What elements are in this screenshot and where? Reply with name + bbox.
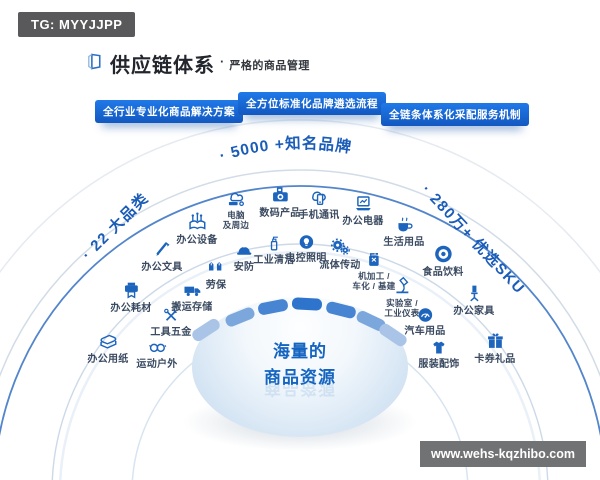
office-device-icon: [186, 211, 208, 233]
category-computers: 电脑 及周边: [223, 186, 249, 230]
truck-icon: [182, 280, 202, 300]
goggles-icon: [147, 337, 167, 357]
category-gift-cards: 卡券礼品: [474, 330, 515, 366]
category-auto-supplies: 汽车用品: [404, 306, 445, 338]
door-icon: [84, 51, 105, 72]
category-digital-products: 数码产品: [259, 184, 300, 220]
spray-icon: [264, 234, 283, 253]
cloud-phone-icon: [308, 186, 330, 208]
category-mobile-comms: 手机通讯: [298, 186, 339, 222]
printer-icon: [120, 279, 142, 301]
category-office-appliances: 办公电器: [342, 192, 383, 228]
category-labor-protection: 劳保: [206, 258, 227, 292]
category-office-consumables: 办公耗材: [110, 279, 151, 315]
chair-icon: [463, 282, 485, 304]
website-watermark: www.wehs-kqzhibo.com: [420, 441, 586, 467]
cloud-computer-icon: [225, 186, 247, 208]
category-apparel: 服装配饰: [418, 338, 459, 371]
tg-badge: TG: MYYJJPP: [18, 12, 136, 37]
helmet-icon: [234, 241, 253, 260]
category-food-beverage: 食品饮料: [422, 243, 463, 279]
svg-text:· 5000 +知名品牌: · 5000 +知名品牌: [217, 133, 353, 164]
gauge-icon: [416, 306, 434, 324]
banner-procurement-service: 全链条体系化采配服务机制: [381, 103, 529, 126]
category-security: 安防: [234, 241, 255, 274]
category-daily-goods: 生活用品: [383, 213, 424, 249]
jerrycan-icon: [365, 250, 384, 269]
camera-icon: [269, 184, 291, 206]
center-headline-line2: 商品资源: [264, 367, 336, 387]
center-headline-line1: 海量的: [273, 342, 327, 361]
tshirt-icon: [429, 338, 448, 357]
center-headline: 海量的 商品资源: [230, 339, 370, 390]
category-office-paper: 办公用纸: [87, 330, 128, 366]
page-title: 供应链体系 · 严格的商品管理: [84, 49, 310, 78]
category-sports-outdoor: 运动户外: [136, 337, 177, 371]
gift-icon: [484, 330, 506, 352]
banner-solutions: 全行业专业化商品解决方案: [95, 100, 243, 123]
paper-icon: [97, 330, 119, 352]
category-machining: 机加工 / 车化 / 基建: [352, 250, 395, 291]
cup-icon: [393, 213, 415, 235]
arc-stat-top: · 5000 +知名品牌: [217, 133, 352, 164]
vest-icon: [206, 258, 226, 278]
title-subtitle: 严格的商品管理: [229, 60, 310, 72]
title-text: 供应链体系: [110, 55, 215, 77]
category-office-furniture: 办公家具: [453, 282, 494, 318]
title-separator: ·: [220, 54, 225, 69]
bulb-icon: [297, 233, 315, 251]
pen-icon: [151, 238, 173, 260]
laptop-icon: [352, 192, 374, 214]
category-office-equipment: 办公设备: [176, 211, 217, 247]
arc-stat-right: · 280万+ 优选SKU: [418, 181, 529, 298]
banner-brand-selection: 全方位标准化品牌遴选流程: [238, 92, 386, 115]
donut-icon: [432, 243, 454, 265]
gears-icon: [329, 236, 351, 258]
